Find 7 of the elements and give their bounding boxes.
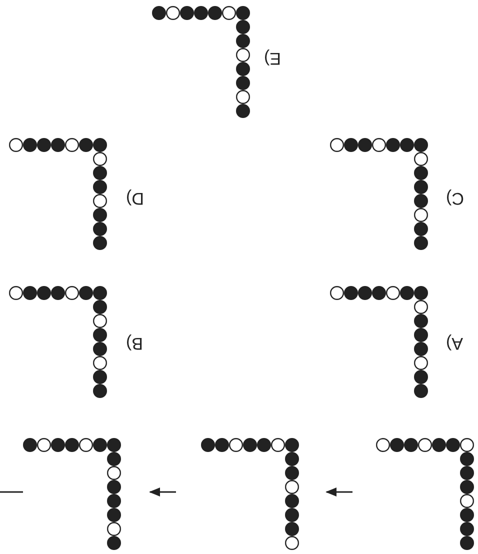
option-label: A): [446, 335, 463, 352]
arrow: [148, 488, 176, 496]
option-label: C): [446, 190, 464, 207]
option-label: D): [126, 190, 144, 207]
option-label: E): [264, 50, 281, 67]
option-label: B): [126, 335, 143, 352]
arrow: [325, 488, 352, 496]
